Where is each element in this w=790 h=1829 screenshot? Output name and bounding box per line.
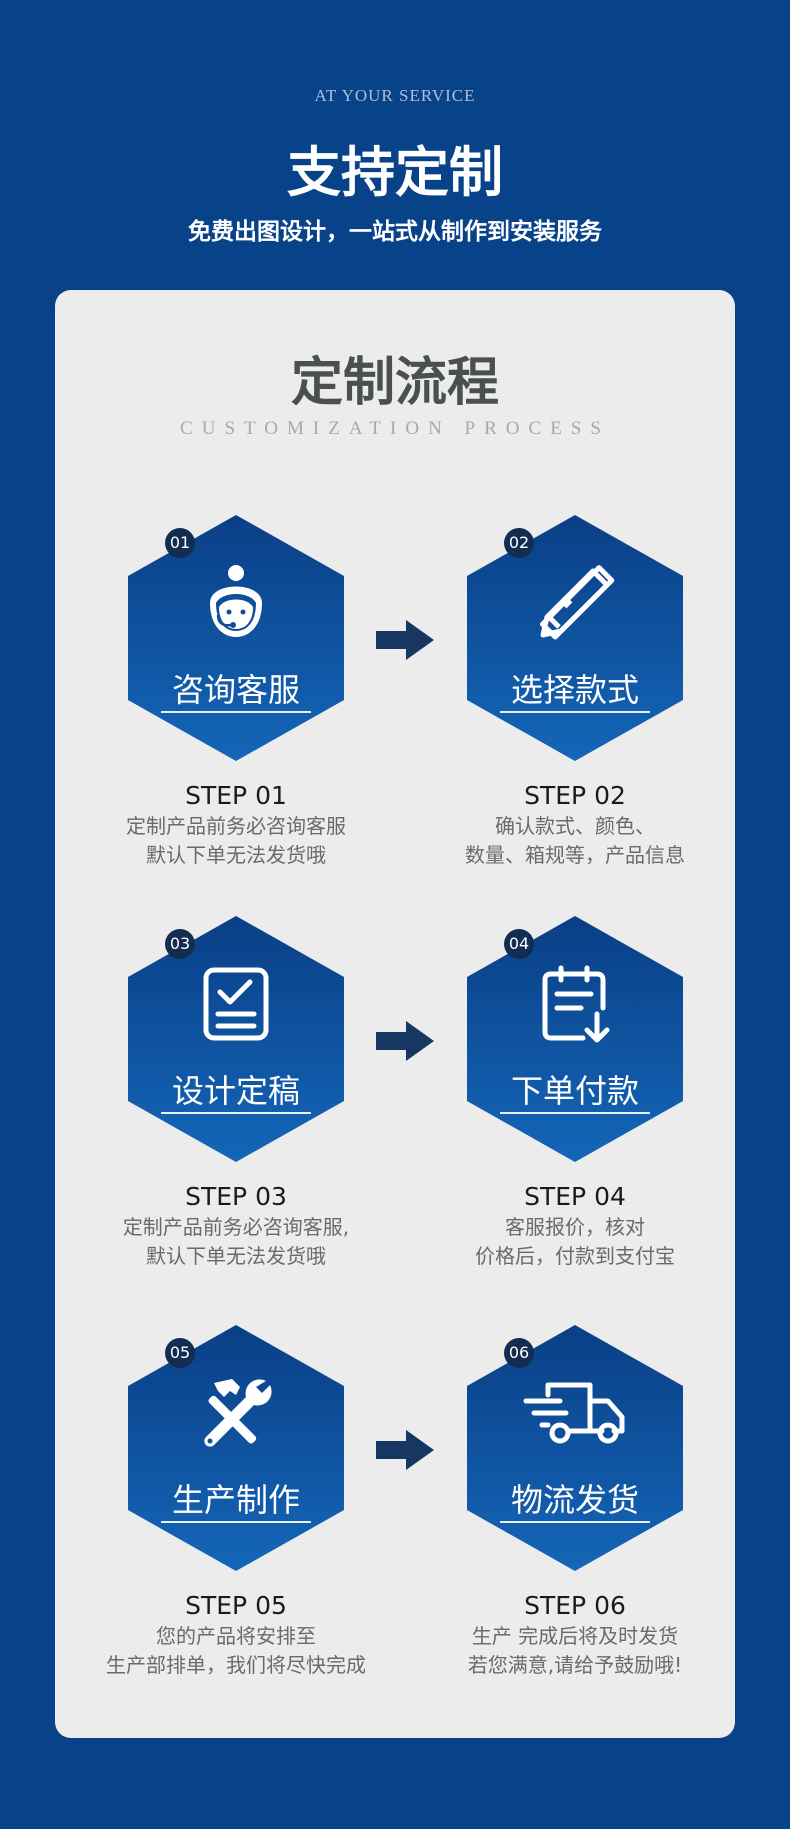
step-description: 您的产品将安排至生产部排单，我们将尽快完成: [106, 1624, 366, 1677]
delivery-truck-icon: [523, 1382, 625, 1444]
page-subtitle: 免费出图设计，一站式从制作到安装服务: [188, 219, 602, 245]
step-description: 定制产品前务必咨询客服默认下单无法发货哦: [126, 814, 346, 867]
label-underline: [161, 711, 311, 713]
step-title: STEP 04: [524, 1182, 626, 1211]
step-badge: 06: [504, 1338, 534, 1368]
arrow-right-icon: [376, 1430, 434, 1470]
step-description: 确认款式、颜色、数量、箱规等，产品信息: [465, 814, 685, 867]
step-title: STEP 06: [524, 1591, 626, 1620]
page-title: 支持定制: [287, 141, 503, 204]
step-hexagon-design: 设计定稿: [125, 914, 347, 1164]
arrow-right-icon: [376, 1021, 434, 1061]
step-label: 物流发货: [510, 1481, 639, 1519]
customer-service-headset-icon: [210, 565, 262, 637]
hammer-wrench-icon: [204, 1379, 272, 1447]
step-badge: 05: [165, 1338, 195, 1368]
label-underline: [161, 1521, 311, 1523]
label-underline: [500, 1112, 650, 1114]
step-label: 下单付款: [510, 1072, 639, 1110]
arrow-right-icon: [376, 620, 434, 660]
step-description: 生产 完成后将及时发货若您满意,请给予鼓励哦!: [467, 1624, 683, 1677]
step-title: STEP 01: [185, 781, 287, 810]
step-label: 设计定稿: [171, 1072, 300, 1110]
step-badge: 01: [165, 528, 195, 558]
label-underline: [161, 1112, 311, 1114]
step-hexagon-shipping: 物流发货: [464, 1323, 686, 1573]
step-badge: 04: [504, 929, 534, 959]
step-badge: 03: [165, 929, 195, 959]
process-title: 定制流程: [290, 353, 499, 413]
label-underline: [500, 1521, 650, 1523]
step-label: 咨询客服: [171, 671, 300, 709]
step-label: 选择款式: [510, 671, 639, 709]
step-hexagon-select: 选择款式: [464, 513, 686, 763]
step-description: 客服报价，核对价格后，付款到支付宝: [475, 1215, 675, 1268]
process-subtitle: CUSTOMIZATION PROCESS: [180, 418, 610, 439]
step-title: STEP 03: [185, 1182, 287, 1211]
header-eyebrow: AT YOUR SERVICE: [314, 86, 476, 105]
label-underline: [500, 711, 650, 713]
step-description: 定制产品前务必咨询客服,默认下单无法发货哦: [122, 1215, 350, 1268]
step-hexagon-production: 生产制作: [125, 1323, 347, 1573]
step-title: STEP 02: [524, 781, 626, 810]
step-badge: 02: [504, 528, 534, 558]
step-title: STEP 05: [185, 1591, 287, 1620]
step-label: 生产制作: [171, 1481, 300, 1519]
clipboard-download-icon: [542, 965, 610, 1043]
step-hexagon-payment: 下单付款: [464, 914, 686, 1164]
checklist-document-icon: [203, 967, 269, 1041]
step-hexagon-consult: 咨询客服: [125, 513, 347, 763]
pencil-ruler-icon: [539, 565, 615, 640]
